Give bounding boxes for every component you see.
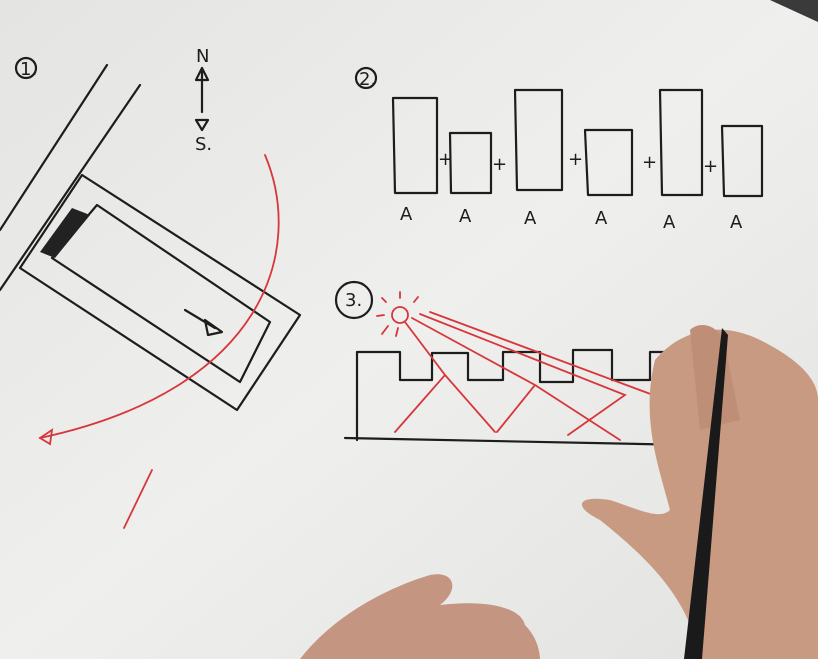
right-hand (581, 329, 818, 659)
section-1-circle (14, 56, 38, 80)
plus-sign: + (642, 152, 657, 173)
ground-line (343, 436, 692, 447)
section-1-number: 1. (20, 59, 37, 80)
module-label: A (663, 212, 676, 233)
sun-rays (376, 291, 419, 337)
north-arrow-icon (194, 66, 210, 132)
section-1-site-plan: 1. N S. (0, 46, 302, 529)
right-thumb (690, 325, 740, 430)
module-label: A (524, 208, 537, 229)
building-outer (18, 173, 302, 412)
left-hand (300, 574, 540, 659)
entrance-arrow-icon (183, 308, 224, 337)
pen (684, 328, 728, 659)
south-label: S. (195, 134, 212, 155)
red-arrow-head-icon (38, 428, 54, 446)
module-label: A (730, 212, 743, 233)
module-1 (391, 96, 439, 195)
north-label: N (196, 46, 209, 67)
plus-sign: + (438, 149, 453, 170)
module-label: A (400, 204, 413, 225)
module-label: A (459, 206, 472, 227)
sun-icon (391, 306, 409, 324)
section-3-circle (334, 280, 374, 320)
module-4 (583, 128, 634, 197)
section-2-circle (354, 66, 378, 90)
red-stray-mark (123, 469, 153, 529)
hands (300, 325, 818, 659)
section-3-daylight-section: 3. (334, 280, 692, 447)
hatched-area (40, 208, 90, 258)
module-3 (513, 88, 564, 192)
sun-path-arc (39, 154, 280, 439)
module-label: A (595, 208, 608, 229)
module-2 (448, 131, 493, 195)
plus-sign: + (568, 149, 583, 170)
plus-sign: + (492, 154, 507, 175)
module-5 (658, 88, 704, 197)
section-2-module-diagram: 2. + + + + + A A A A A A (354, 66, 764, 233)
plus-sign: + (703, 156, 718, 177)
section-3-number: 3. (345, 290, 362, 311)
table-edge (770, 0, 818, 22)
section-2-number: 2. (359, 69, 376, 90)
module-6 (720, 124, 764, 198)
road-lines (0, 63, 142, 292)
light-ray-lines (394, 311, 681, 441)
